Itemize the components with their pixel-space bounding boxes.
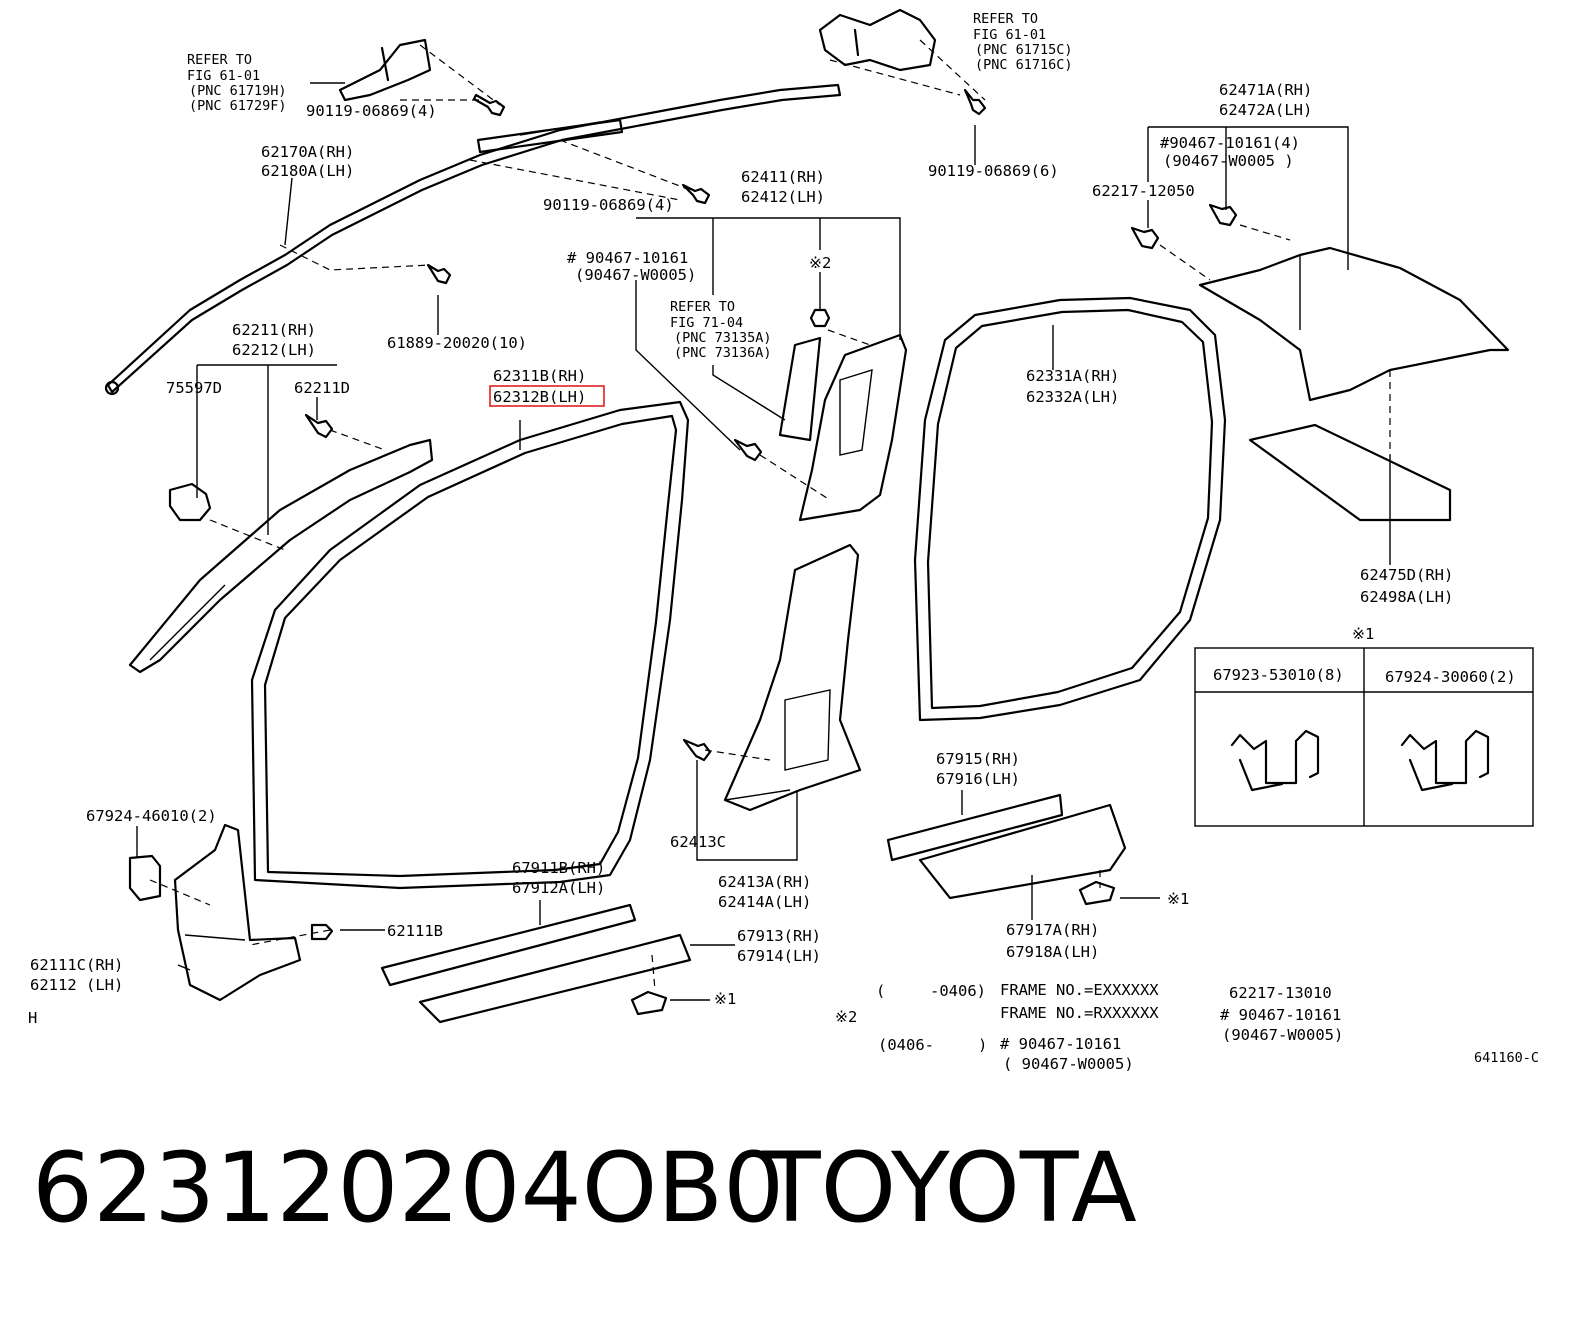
label-frame-range-2: (0406- xyxy=(878,1036,934,1054)
label-rear-plate-lh: 67918A(LH) xyxy=(1006,943,1099,961)
label-clip-67923: 67923-53010(8) xyxy=(1213,666,1344,684)
label-airbag-lh: 62180A(LH) xyxy=(261,162,354,180)
label-weather-rear-lh: 62332A(LH) xyxy=(1026,388,1119,406)
center-pillar-upper xyxy=(778,333,908,522)
label-note2-mark-bottom: ※2 xyxy=(835,1008,857,1026)
label-center-lower-rh: 62413A(RH) xyxy=(718,873,811,891)
label-bolt-90119-4a: 90119-06869(4) xyxy=(306,102,437,120)
label-bolt-90119-4b: 90119-06869(4) xyxy=(543,196,674,214)
label-clip-90467-b1: #90467-10161(4) xyxy=(1160,134,1300,152)
bolt-icons xyxy=(304,88,1238,941)
roof-side-inner-garnish xyxy=(1198,246,1510,522)
label-cowl-side-lh: 62112 (LH) xyxy=(30,976,123,994)
label-shelf-lh: 62498A(LH) xyxy=(1360,588,1453,606)
label-clip-62217-12050: 62217-12050 xyxy=(1092,182,1195,200)
label-front-plate-lh: 67914(LH) xyxy=(737,947,821,965)
label-center-upper-rh: 62411(RH) xyxy=(741,168,825,186)
label-weather-front-lh: 62312B(LH) xyxy=(493,388,586,406)
label-clip-90467-c2: (90467-W0005) xyxy=(1222,1026,1343,1044)
label-clip-90467-a2: (90467-W0005) xyxy=(575,266,696,284)
label-refer-fig61-left-4: (PNC 61729F) xyxy=(189,98,287,114)
label-quarter-lh: 62472A(LH) xyxy=(1219,101,1312,119)
label-clip-90467-c1: # 90467-10161 xyxy=(1220,1006,1341,1024)
highlight-box-62312b xyxy=(489,385,605,407)
label-clip-62217-13010: 62217-13010 xyxy=(1229,984,1332,1002)
label-clip-90467-a1: # 90467-10161 xyxy=(567,249,688,267)
label-clip-61889: 61889-20020(10) xyxy=(387,334,527,352)
dashed-guides xyxy=(149,39,1391,991)
brand-name-text: TOYOTA xyxy=(762,1132,1137,1244)
upper-brackets xyxy=(338,8,937,102)
label-cowl-side-rh: 62111C(RH) xyxy=(30,956,123,974)
label-frame-suffix-2: ) xyxy=(978,1036,987,1054)
rear-scuff-plates xyxy=(886,793,1127,906)
label-airbag-rh: 62170A(RH) xyxy=(261,143,354,161)
label-clip-67924: 67924-30060(2) xyxy=(1385,668,1516,686)
label-frame-exx: FRAME NO.=EXXXXXX xyxy=(1000,981,1159,999)
label-rear-scuff-lh: 67916(LH) xyxy=(936,770,1020,788)
label-75597d: 75597D xyxy=(166,379,222,397)
label-center-lower-lh: 62414A(LH) xyxy=(718,893,811,911)
center-pillar-lower xyxy=(723,543,862,812)
parts-diagram-svg: REFER TO FIG 61-01 (PNC 61719H) (PNC 617… xyxy=(28,8,1539,1073)
label-clip-90467-d1: # 90467-10161 xyxy=(1000,1035,1121,1053)
product-caption: 623120204OB0 TOYOTA xyxy=(0,1110,1592,1300)
clip-detail-box xyxy=(1194,647,1534,827)
label-letter-h: H xyxy=(28,1009,37,1027)
label-refer-fig61-right-4: (PNC 61716C) xyxy=(975,57,1073,73)
label-refer-fig61-right-2: FIG 61-01 xyxy=(973,27,1046,43)
label-note1-mark-front: ※1 xyxy=(714,990,736,1008)
label-weather-front-rh: 62311B(RH) xyxy=(493,367,586,385)
label-front-plate-rh: 67913(RH) xyxy=(737,927,821,945)
label-bolt-90119-6: 90119-06869(6) xyxy=(928,162,1059,180)
label-clip-90467-b2: (90467-W0005 ) xyxy=(1163,152,1294,170)
label-clip-90467-d2: ( 90467-W0005) xyxy=(1003,1055,1134,1073)
label-note2-mark: ※2 xyxy=(809,254,831,272)
label-clip-67924-2: 67924-46010(2) xyxy=(86,807,217,825)
label-front-scuff-lh: 67912A(LH) xyxy=(512,879,605,897)
label-fig-code: 641160-C xyxy=(1474,1050,1539,1066)
label-rear-plate-rh: 67917A(RH) xyxy=(1006,921,1099,939)
label-quarter-rh: 62471A(RH) xyxy=(1219,81,1312,99)
part-number-text: 623120204OB0 xyxy=(32,1132,785,1244)
label-refer-fig61-right-3: (PNC 61715C) xyxy=(975,42,1073,58)
label-refer-fig61-left-2: FIG 61-01 xyxy=(187,68,260,84)
label-refer-fig61-left-3: (PNC 61719H) xyxy=(189,83,287,99)
leader-lines xyxy=(136,82,1391,1001)
label-pillar-62211-lh: 62212(LH) xyxy=(232,341,316,359)
label-shelf-rh: 62475D(RH) xyxy=(1360,566,1453,584)
label-refer-fig61-right-1: REFER TO xyxy=(973,11,1038,27)
label-frame-prefix-1: ( xyxy=(876,982,885,1000)
part-labels: REFER TO FIG 61-01 (PNC 61719H) (PNC 617… xyxy=(28,11,1539,1073)
label-rear-scuff-rh: 67915(RH) xyxy=(936,750,1020,768)
label-refer-fig61-left-1: REFER TO xyxy=(187,52,252,68)
label-refer-fig71-1: REFER TO xyxy=(670,299,735,315)
label-62211d: 62211D xyxy=(294,379,350,397)
label-refer-fig71-4: (PNC 73136A) xyxy=(674,345,772,361)
front-scuff-plates xyxy=(380,903,692,1024)
label-front-scuff-rh: 67911B(RH) xyxy=(512,859,605,877)
label-weather-rear-rh: 62331A(RH) xyxy=(1026,367,1119,385)
label-refer-fig71-2: FIG 71-04 xyxy=(670,315,743,331)
label-pillar-62211-rh: 62211(RH) xyxy=(232,321,316,339)
rear-door-weatherstrip xyxy=(913,296,1227,722)
label-center-upper-lh: 62412(LH) xyxy=(741,188,825,206)
label-note1-mark-rear: ※1 xyxy=(1167,890,1189,908)
cowl-side-trim xyxy=(128,823,302,1002)
a-pillar-garnish xyxy=(128,438,434,674)
label-refer-fig71-3: (PNC 73135A) xyxy=(674,330,772,346)
label-cowl-clip: 62111B xyxy=(387,922,443,940)
label-frame-range-1: -0406) xyxy=(930,982,986,1000)
roof-airbag-part xyxy=(104,83,842,396)
parts-diagram: REFER TO FIG 61-01 (PNC 61719H) (PNC 617… xyxy=(28,8,1539,1073)
front-door-weatherstrip xyxy=(250,400,690,890)
label-center-clip: 62413C xyxy=(670,833,726,851)
label-frame-rxx: FRAME NO.=RXXXXXX xyxy=(1000,1004,1159,1022)
label-note1-box-header: ※1 xyxy=(1352,625,1374,643)
